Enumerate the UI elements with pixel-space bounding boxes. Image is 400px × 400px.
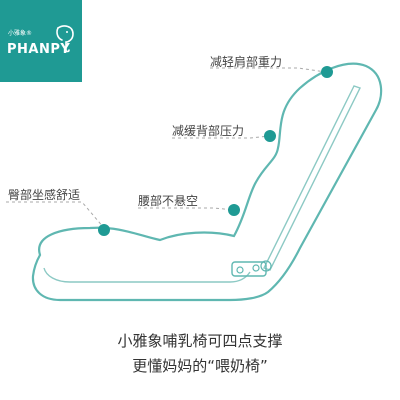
seat-base bbox=[43, 267, 251, 283]
caption-line-2: 更懂妈妈的“喂奶椅” bbox=[132, 357, 268, 375]
elephant-icon bbox=[56, 25, 74, 53]
logo-small-text: 小雅象® bbox=[8, 30, 33, 37]
label-hip: 臀部坐感舒适 bbox=[8, 188, 81, 202]
label-back: 减缓背部压力 bbox=[172, 124, 245, 138]
brand-logo: 小雅象® PHANPY bbox=[0, 0, 82, 82]
marker-waist bbox=[228, 204, 240, 216]
chair-outline bbox=[31, 62, 383, 302]
leader-waist bbox=[138, 207, 235, 211]
marker-shoulder bbox=[321, 66, 333, 78]
label-waist: 腰部不悬空 bbox=[138, 194, 199, 208]
leader-lines bbox=[6, 67, 327, 229]
leader-back bbox=[172, 135, 271, 139]
caption-line-1: 小雅象哺乳椅可四点支撑 bbox=[117, 332, 283, 350]
support-markers bbox=[98, 66, 333, 236]
label-shoulder: 减轻肩部重力 bbox=[210, 55, 283, 69]
frame-rail bbox=[263, 85, 361, 271]
logo-brand-text: PHANPY bbox=[7, 42, 71, 57]
leader-hip bbox=[6, 201, 105, 229]
marker-back bbox=[264, 130, 276, 142]
hinge-mechanism bbox=[231, 260, 272, 277]
marker-hip bbox=[98, 224, 110, 236]
